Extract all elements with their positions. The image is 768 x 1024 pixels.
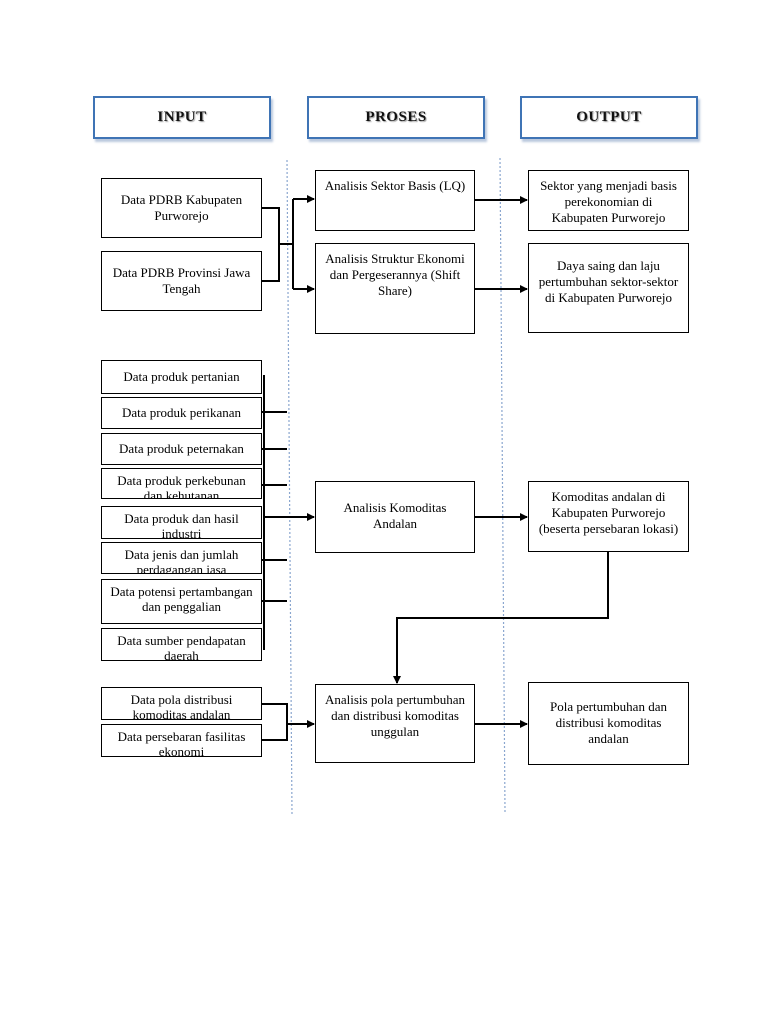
input-jenis-perdagangan: Data jenis dan jumlah perdagangan jasa	[101, 542, 262, 574]
input-produk-peternakan: Data produk peternakan	[101, 433, 262, 465]
input-produk-perkebunan-label: Data produk perkebunan dan kehutanan	[117, 473, 246, 499]
input-pdrb-kabupaten: Data PDRB Kabupaten Purworejo	[101, 178, 262, 238]
column-divider-right	[499, 157, 506, 813]
input-produk-perkebunan: Data produk perkebunan dan kehutanan	[101, 468, 262, 499]
input-potensi-pertambangan-label: Data potensi pertambangan dan penggalian	[110, 584, 253, 614]
input-pdrb-provinsi: Data PDRB Provinsi Jawa Tengah	[101, 251, 262, 311]
process-shift-share-label: Analisis Struktur Ekonomi dan Pergeseran…	[325, 251, 465, 298]
input-pdrb-provinsi-label: Data PDRB Provinsi Jawa Tengah	[112, 265, 251, 296]
input-produk-pertanian: Data produk pertanian	[101, 360, 262, 394]
header-output: OUTPUT	[520, 96, 698, 139]
output-daya-saing-label: Daya saing dan laju pertumbuhan sektor-s…	[538, 258, 679, 305]
input-sumber-pendapatan-label: Data sumber pendapatan daerah	[117, 633, 246, 661]
process-komoditas-andalan: Analisis Komoditas Andalan	[315, 481, 475, 553]
output-sektor-basis-label: Sektor yang menjadi basis perekonomian d…	[540, 178, 677, 225]
output-komoditas-andalan-label: Komoditas andalan di Kabupaten Purworejo…	[538, 489, 679, 536]
feedback-connector	[393, 552, 609, 684]
input-produk-industri-label: Data produk dan hasil industri	[124, 511, 239, 539]
input-potensi-pertambangan: Data potensi pertambangan dan penggalian	[101, 579, 262, 624]
header-input: INPUT	[93, 96, 271, 139]
process-shift-share: Analisis Struktur Ekonomi dan Pergeseran…	[315, 243, 475, 334]
process-output-arrows	[475, 196, 528, 728]
input-pdrb-kabupaten-label: Data PDRB Kabupaten Purworejo	[120, 192, 243, 223]
output-pola-pertumbuhan-label: Pola pertumbuhan dan distribusi komodita…	[550, 699, 667, 746]
output-daya-saing: Daya saing dan laju pertumbuhan sektor-s…	[528, 243, 689, 333]
header-proses: PROSES	[307, 96, 485, 139]
input-pola-distribusi-label: Data pola distribusi komoditas andalan	[130, 692, 233, 720]
input-jenis-perdagangan-label: Data jenis dan jumlah perdagangan jasa	[124, 547, 239, 574]
process-komoditas-andalan-label: Analisis Komoditas Andalan	[343, 500, 447, 531]
product-data-bracket	[262, 375, 315, 650]
process-pola-pertumbuhan-label: Analisis pola pertumbuhan dan distribusi…	[324, 692, 466, 739]
column-divider-left	[286, 159, 293, 816]
input-persebaran-fasilitas: Data persebaran fasilitas ekonomi	[101, 724, 262, 757]
process-sektor-basis-label: Analisis Sektor Basis (LQ)	[324, 178, 466, 193]
process-pola-pertumbuhan: Analisis pola pertumbuhan dan distribusi…	[315, 684, 475, 763]
input-produk-pertanian-label: Data produk pertanian	[123, 369, 240, 384]
input-produk-industri: Data produk dan hasil industri	[101, 506, 262, 539]
output-sektor-basis: Sektor yang menjadi basis perekonomian d…	[528, 170, 689, 231]
output-komoditas-andalan: Komoditas andalan di Kabupaten Purworejo…	[528, 481, 689, 552]
input-sumber-pendapatan: Data sumber pendapatan daerah	[101, 628, 262, 661]
input-pola-distribusi: Data pola distribusi komoditas andalan	[101, 687, 262, 720]
input-produk-perikanan-label: Data produk perikanan	[121, 405, 242, 420]
output-pola-pertumbuhan: Pola pertumbuhan dan distribusi komodita…	[528, 682, 689, 765]
pdrb-connector	[262, 195, 315, 293]
input-produk-peternakan-label: Data produk peternakan	[119, 441, 244, 456]
process-sektor-basis: Analisis Sektor Basis (LQ)	[315, 170, 475, 231]
distribusi-connector	[262, 703, 315, 741]
input-produk-perikanan: Data produk perikanan	[101, 397, 262, 429]
input-persebaran-fasilitas-label: Data persebaran fasilitas ekonomi	[117, 729, 246, 757]
